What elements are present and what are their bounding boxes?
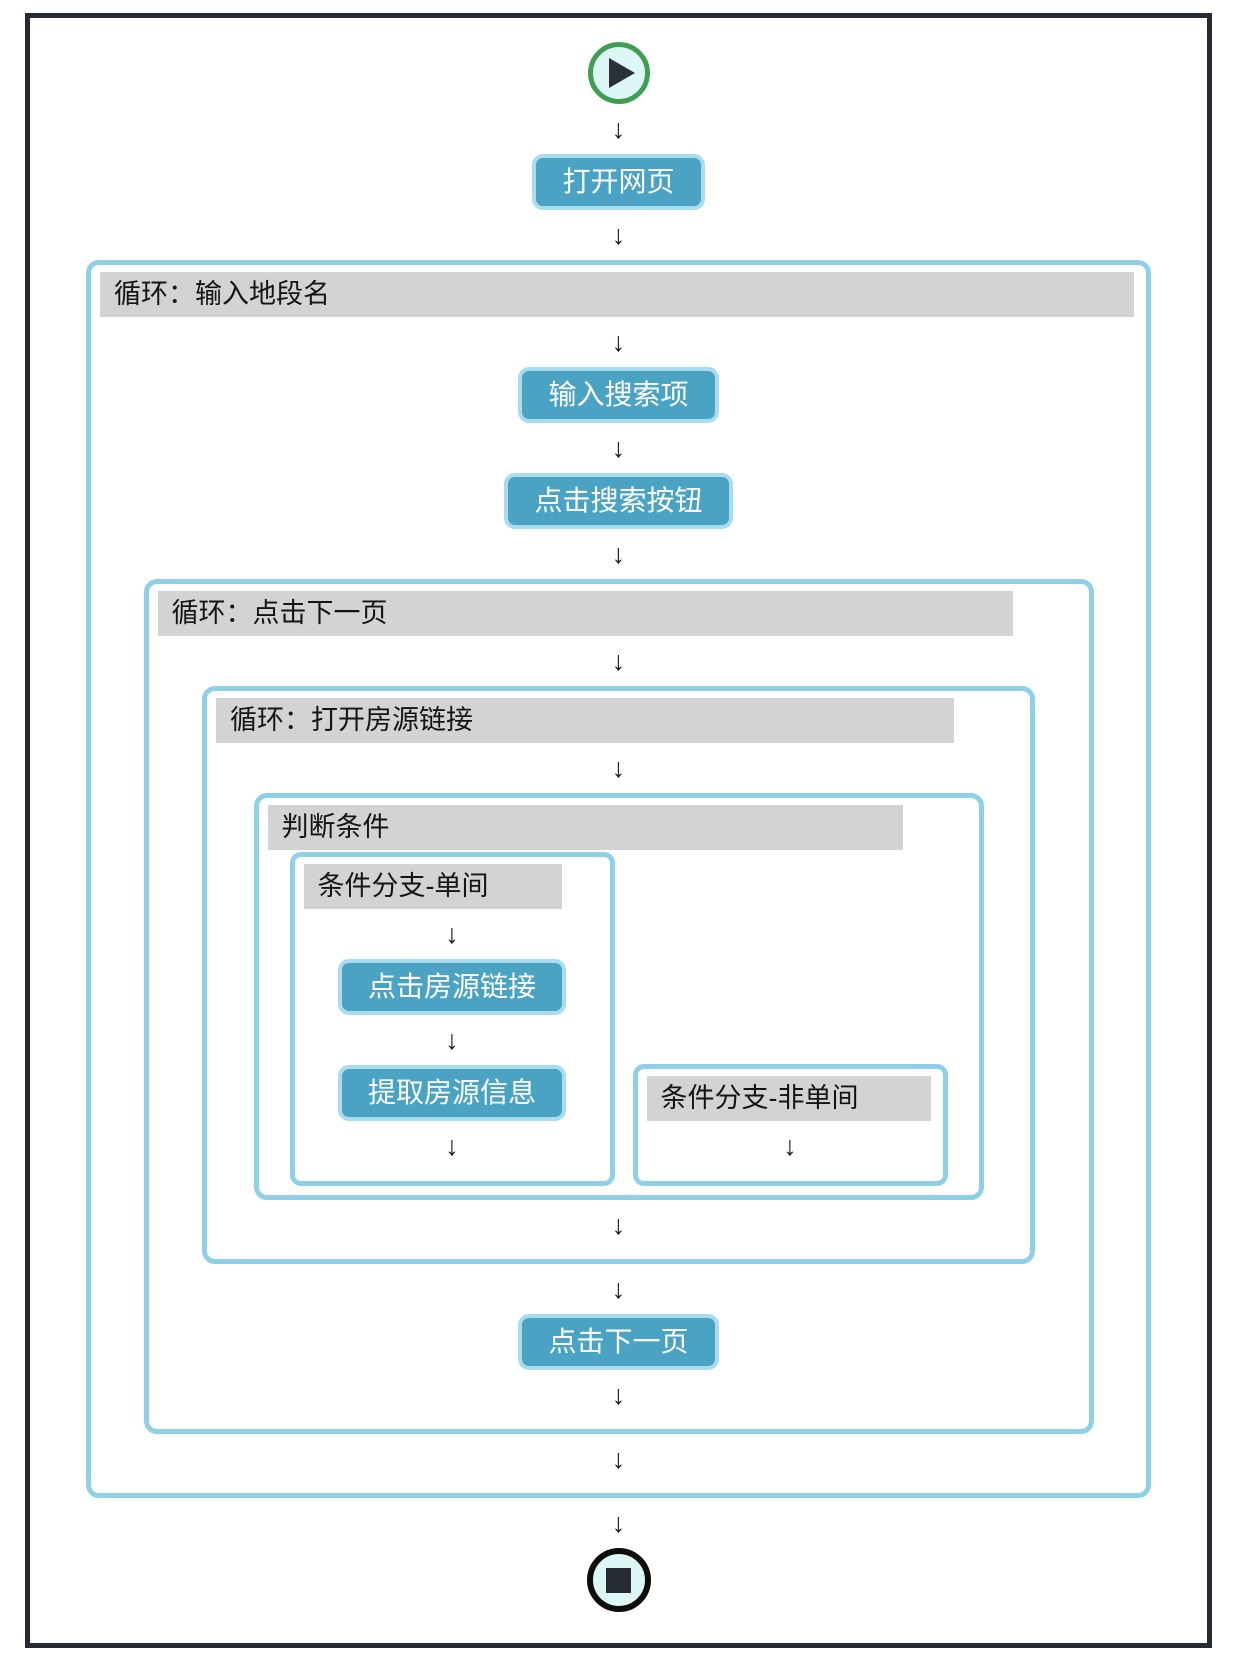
arrow-down-icon: ↓ — [611, 433, 626, 463]
arrow-down-icon: ↓ — [783, 1131, 797, 1161]
branch-single-container: 条件分支-单间 ↓ 点击房源链接 ↓ 提取房源信息 ↓ — [289, 852, 615, 1186]
loop-header-next-page[interactable]: 循环：点击下一页 — [157, 591, 1013, 636]
branch-not-single-header[interactable]: 条件分支-非单间 — [646, 1076, 931, 1121]
loop-header-open-listing[interactable]: 循环：打开房源链接 — [216, 698, 954, 743]
loop-container-location: 循环：输入地段名 ↓ 输入搜索项 ↓ 点击搜索按钮 ↓ 循环：点击下一页 ↓ 循… — [86, 260, 1151, 1498]
play-icon — [609, 58, 635, 88]
start-node[interactable] — [587, 42, 650, 104]
branch-not-single-container: 条件分支-非单间 ↓ — [632, 1064, 948, 1186]
step-open-page[interactable]: 打开网页 — [532, 154, 705, 210]
end-node[interactable] — [586, 1548, 651, 1612]
arrow-down-icon: ↓ — [611, 1210, 626, 1240]
step-click-listing[interactable]: 点击房源链接 — [337, 959, 566, 1015]
arrow-down-icon: ↓ — [611, 220, 626, 250]
condition-branches: 条件分支-单间 ↓ 点击房源链接 ↓ 提取房源信息 ↓ 条件分支-非单间 ↓ — [259, 852, 979, 1186]
step-click-next-page[interactable]: 点击下一页 — [518, 1314, 719, 1370]
arrow-down-icon: ↓ — [611, 1380, 626, 1410]
step-extract-info[interactable]: 提取房源信息 — [337, 1065, 566, 1121]
arrow-down-icon: ↓ — [445, 1025, 459, 1055]
condition-header[interactable]: 判断条件 — [267, 805, 903, 850]
arrow-down-icon: ↓ — [611, 327, 626, 357]
arrow-down-icon: ↓ — [611, 1274, 626, 1304]
workflow-canvas: ↓ 打开网页 ↓ 循环：输入地段名 ↓ 输入搜索项 ↓ 点击搜索按钮 ↓ 循环：… — [25, 13, 1212, 1648]
loop-container-next-page: 循环：点击下一页 ↓ 循环：打开房源链接 ↓ 判断条件 条件分支-单间 ↓ 点击… — [143, 579, 1094, 1434]
arrow-down-icon: ↓ — [611, 753, 626, 783]
stop-icon — [606, 1567, 631, 1593]
arrow-down-icon: ↓ — [611, 539, 626, 569]
step-input-search[interactable]: 输入搜索项 — [518, 367, 719, 423]
arrow-down-icon: ↓ — [611, 646, 626, 676]
loop-container-open-listing: 循环：打开房源链接 ↓ 判断条件 条件分支-单间 ↓ 点击房源链接 ↓ 提取房源… — [202, 686, 1035, 1264]
branch-single-header[interactable]: 条件分支-单间 — [303, 864, 562, 909]
arrow-down-icon: ↓ — [611, 114, 626, 144]
condition-container: 判断条件 条件分支-单间 ↓ 点击房源链接 ↓ 提取房源信息 ↓ — [253, 793, 984, 1200]
arrow-down-icon: ↓ — [611, 1508, 626, 1538]
loop-header-location[interactable]: 循环：输入地段名 — [100, 272, 1134, 317]
arrow-down-icon: ↓ — [445, 919, 459, 949]
step-click-search[interactable]: 点击搜索按钮 — [504, 473, 733, 529]
arrow-down-icon: ↓ — [611, 1444, 626, 1474]
arrow-down-icon: ↓ — [445, 1131, 459, 1161]
